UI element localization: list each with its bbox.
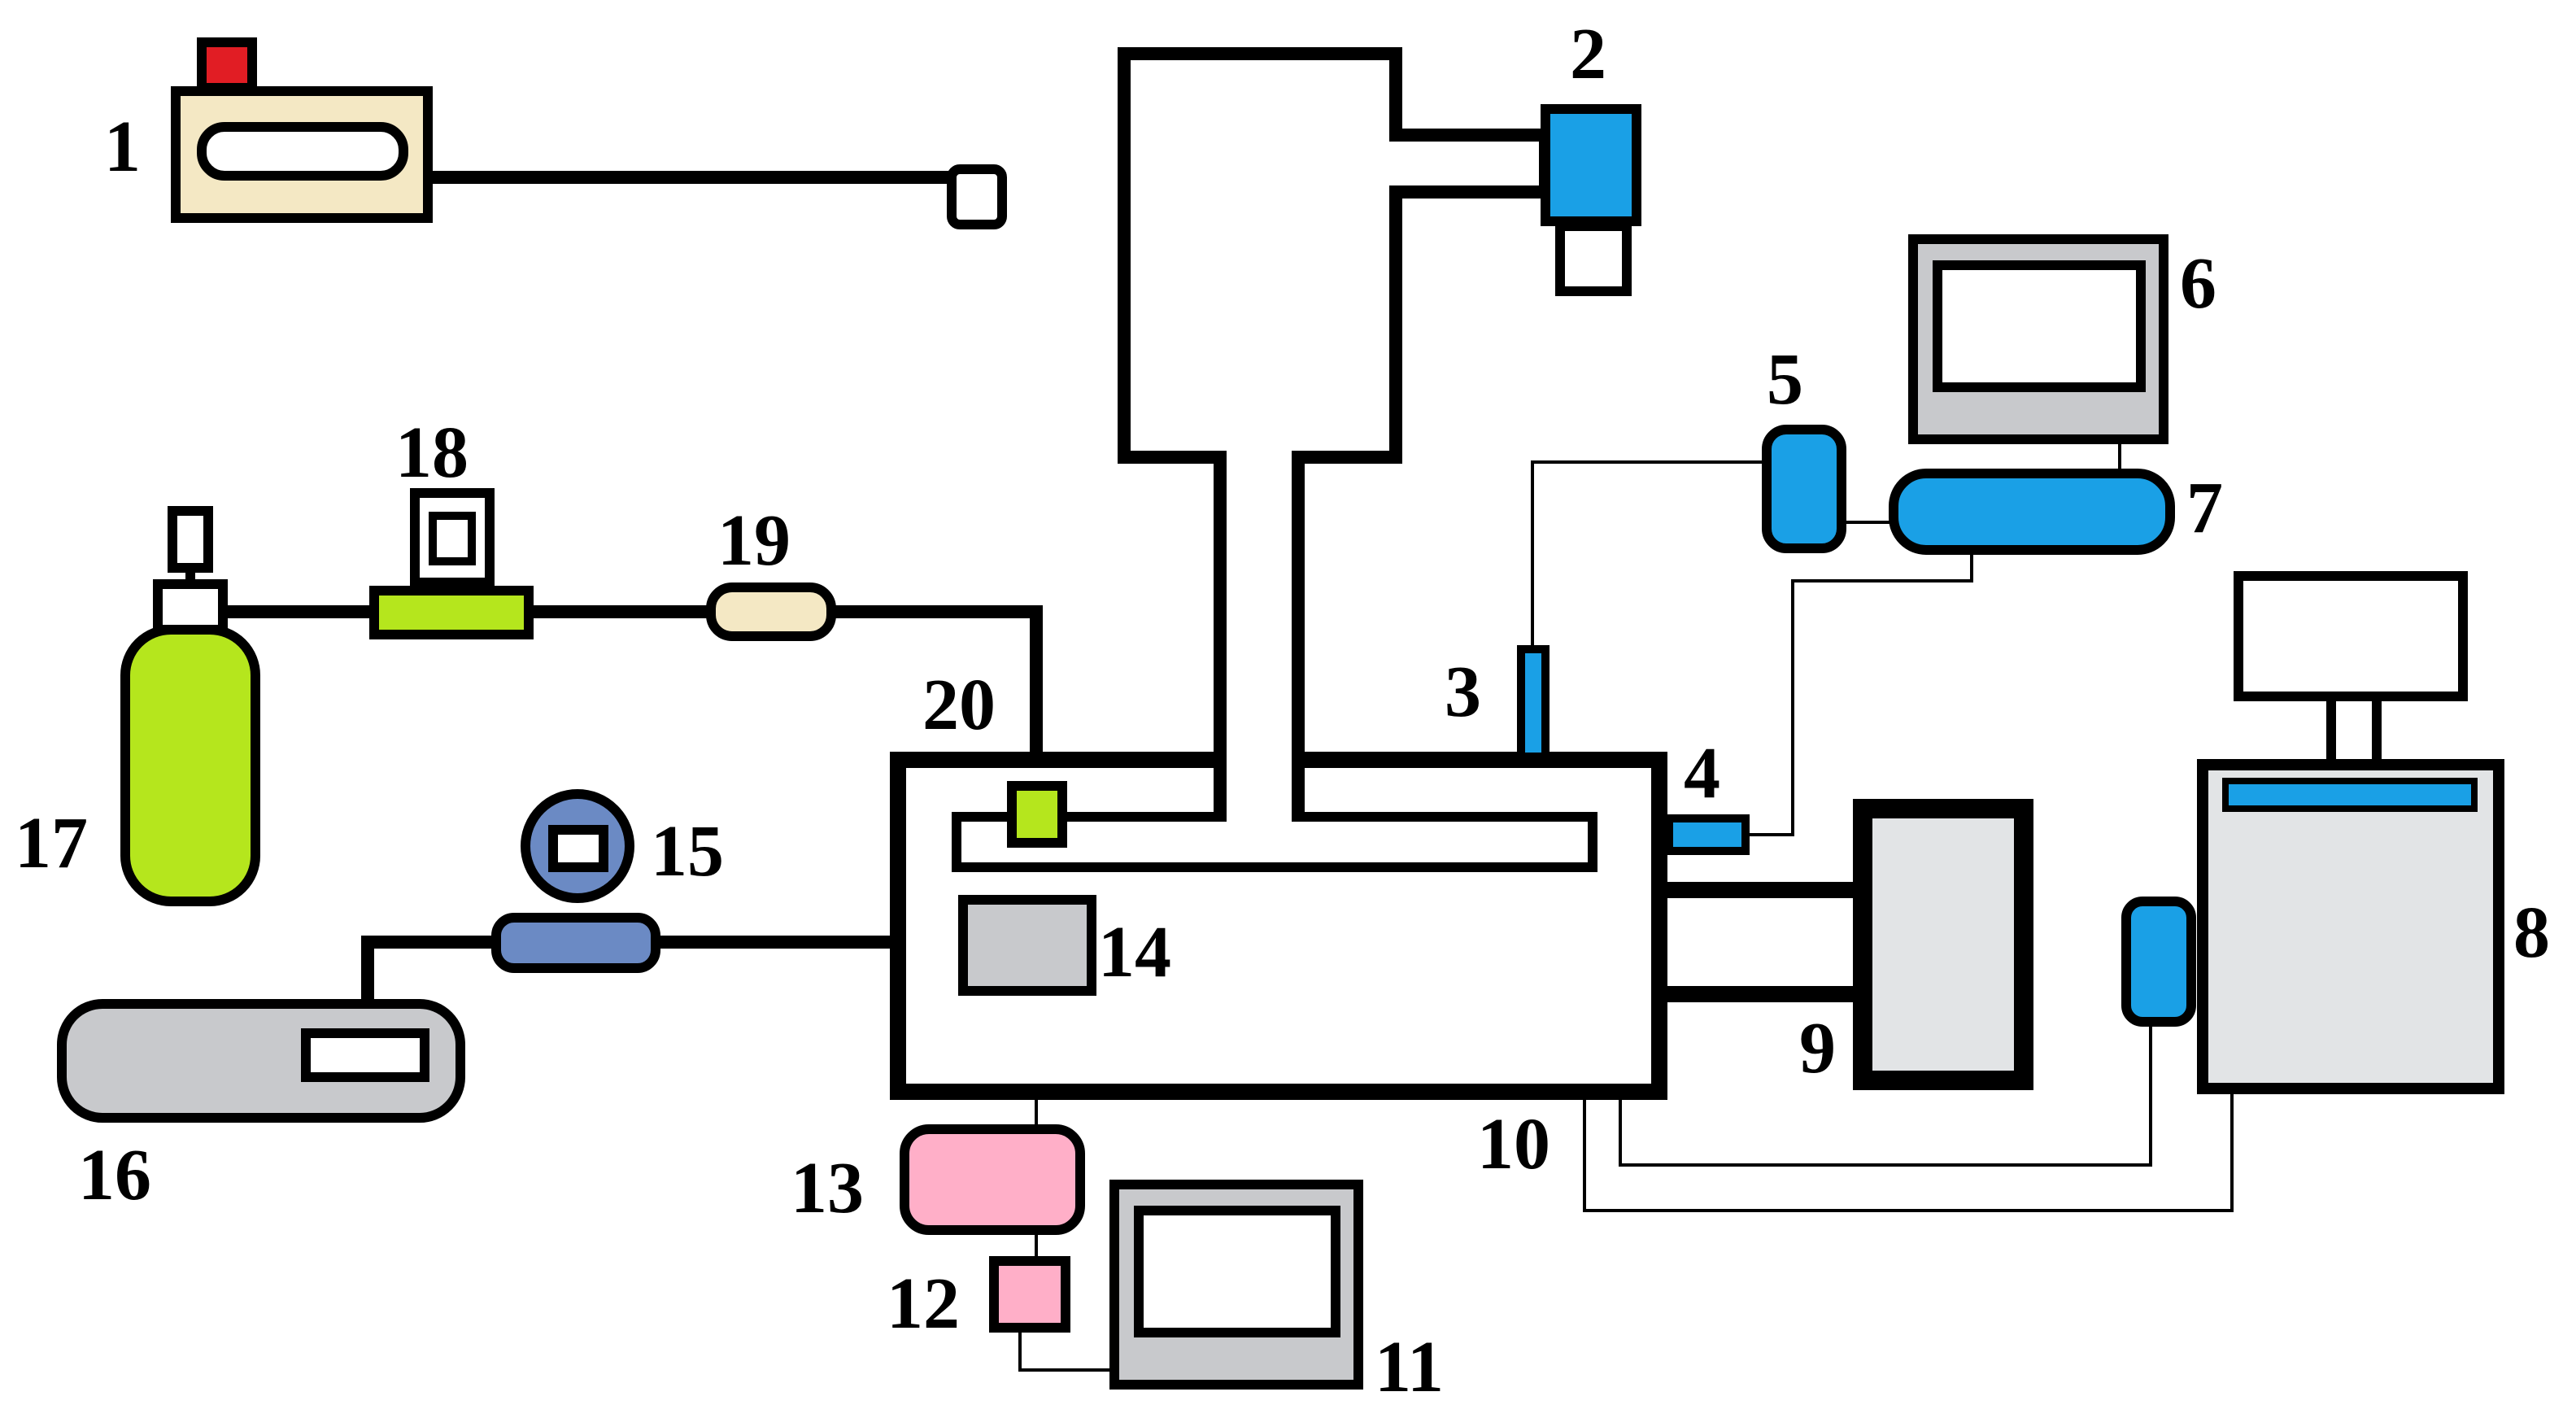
wire-10-to-8 [1583, 1035, 2234, 1212]
terminal-square [947, 164, 1007, 229]
label-18: 18 [395, 412, 469, 493]
label-4: 4 [1684, 733, 1720, 814]
device-18-gauge-window [429, 512, 476, 565]
label-12: 12 [887, 1263, 960, 1344]
label-15: 15 [651, 811, 724, 892]
wire-12-to-11 [1018, 1326, 1116, 1372]
monitor-6-screen [1933, 260, 2146, 392]
camera-15-window [548, 825, 608, 872]
component-16 [57, 999, 465, 1123]
device-8-top-box [2234, 571, 2468, 701]
component-5 [1762, 425, 1846, 553]
component-8 [2121, 571, 2504, 1094]
component-3 [1517, 645, 1550, 761]
line-19-to-20 [825, 605, 1043, 791]
label-6: 6 [2180, 243, 2216, 324]
component-1 [171, 37, 1007, 229]
label-3: 3 [1445, 652, 1481, 732]
component-15 [491, 789, 660, 973]
device-2-base [1555, 221, 1632, 296]
component-13 [900, 1124, 1085, 1235]
wire-4-to-7 [1747, 548, 1973, 836]
column-structure [1118, 47, 1552, 814]
component-2 [1541, 104, 1641, 296]
device-8-body [2197, 759, 2504, 1094]
component-9 [1853, 799, 2033, 1090]
number-labels: 1 2 3 4 5 6 7 8 9 10 11 12 13 14 15 16 1… [15, 14, 2550, 1407]
column-outline [1118, 47, 1552, 814]
label-2: 2 [1570, 14, 1606, 94]
device-8-neck [2326, 692, 2382, 770]
camera-15-base [491, 913, 660, 973]
device-16-window [301, 1028, 429, 1082]
device-2-body [1541, 104, 1641, 226]
label-1: 1 [104, 107, 141, 187]
component-14 [958, 895, 1096, 996]
label-9: 9 [1799, 1008, 1836, 1089]
cylinder-valve-top [168, 506, 213, 573]
cylinder-body [120, 625, 260, 906]
indicator-light [197, 37, 257, 93]
wire-3-to-5 [1531, 460, 1767, 651]
device-1-slot [197, 122, 408, 181]
label-7: 7 [2186, 468, 2223, 548]
column-gap-mask [1227, 748, 1292, 823]
label-14: 14 [1098, 912, 1171, 993]
label-5: 5 [1767, 339, 1803, 420]
label-19: 19 [717, 500, 791, 581]
component-20 [1007, 781, 1067, 848]
wire-10-to-sensor [1619, 1020, 2152, 1167]
label-13: 13 [791, 1148, 864, 1228]
label-8: 8 [2513, 892, 2550, 973]
component-7 [1889, 469, 2175, 555]
component-6 [1908, 234, 2168, 444]
component-19 [706, 582, 836, 641]
component-12 [989, 1256, 1070, 1333]
device-8-side-sensor [2121, 897, 2196, 1027]
component-17 [120, 506, 260, 906]
label-16: 16 [78, 1135, 151, 1215]
component-18 [369, 488, 534, 639]
component-11 [1109, 1180, 1363, 1390]
component-4 [1665, 814, 1750, 855]
label-20: 20 [922, 665, 996, 745]
cylinder-valve-head [153, 579, 228, 635]
connections [221, 171, 2234, 1372]
label-10: 10 [1477, 1104, 1550, 1185]
device-18-base [369, 586, 534, 639]
device-8-blue-lid [2222, 778, 2478, 812]
label-17: 17 [15, 803, 88, 884]
label-11: 11 [1375, 1327, 1444, 1407]
inner-channel [952, 812, 1597, 872]
monitor-11-screen [1134, 1206, 1340, 1337]
